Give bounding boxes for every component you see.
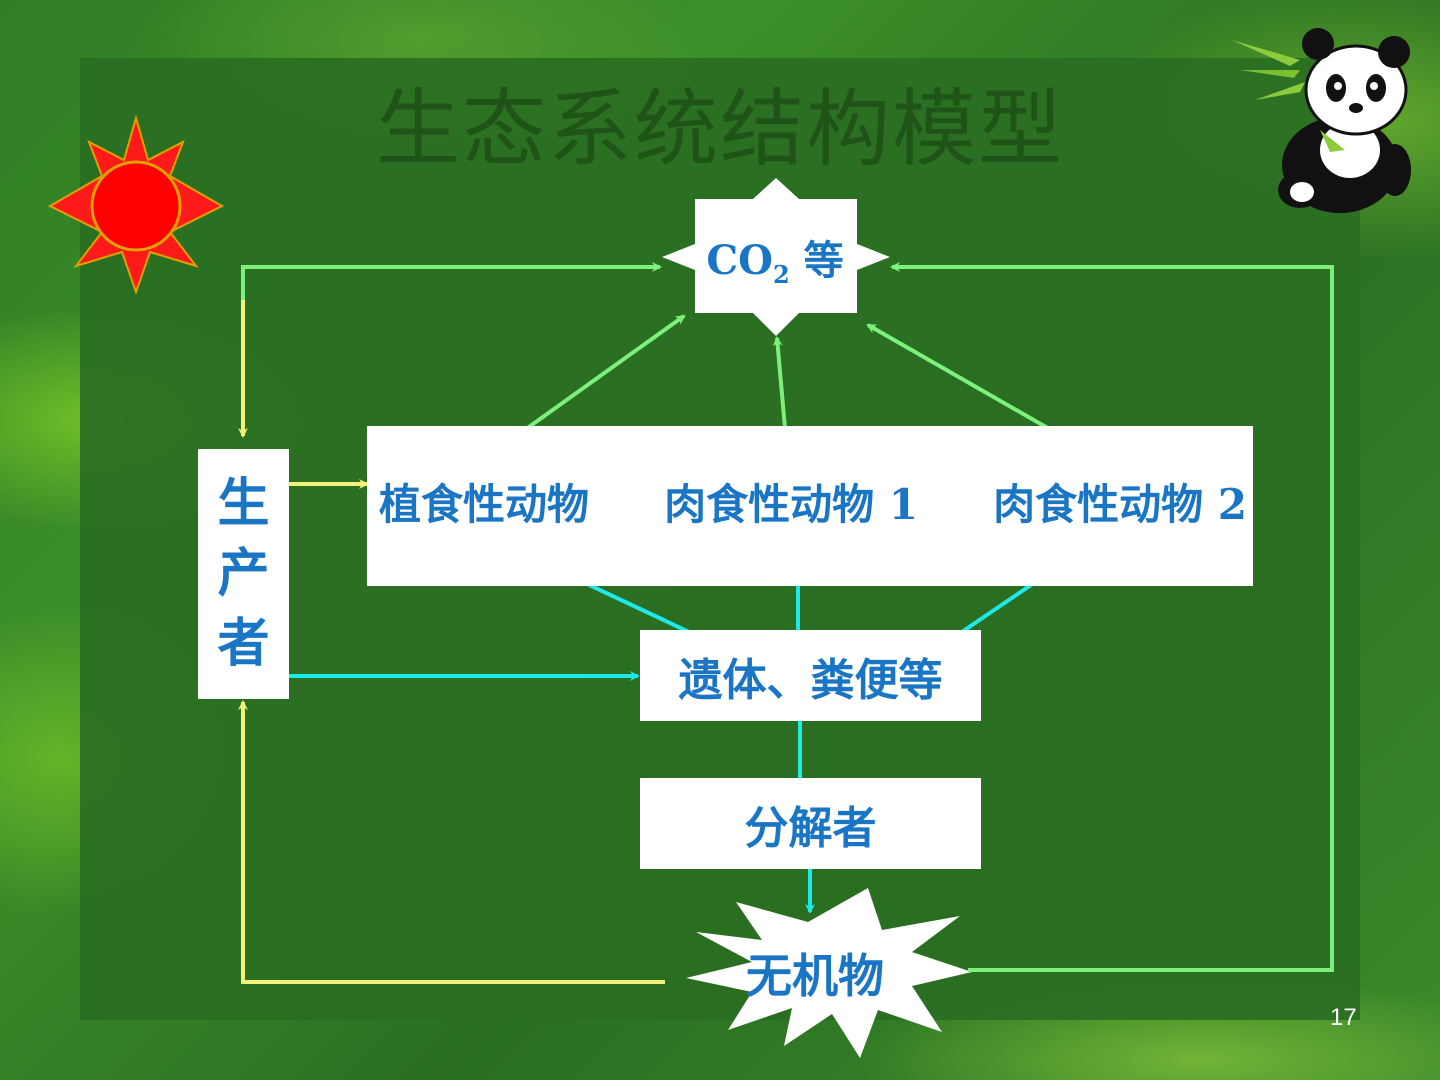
consumers-box: 植食性动物 肉食性动物 1 肉食性动物 2 bbox=[367, 426, 1253, 586]
arrow-inorganic-to-producer bbox=[238, 700, 665, 984]
page-number: 17 bbox=[1330, 1004, 1357, 1031]
decomposer-box: 分解者 bbox=[640, 778, 981, 869]
co2-label: CO2 等 bbox=[690, 228, 860, 289]
producer-char-2: 产 bbox=[217, 543, 270, 604]
arrow-producer-to-co2 bbox=[241, 262, 662, 310]
remains-label: 遗体、粪便等 bbox=[678, 654, 943, 706]
inorganic-label: 无机物 bbox=[746, 949, 884, 1003]
carnivore-2-label: 肉食性动物 2 bbox=[993, 479, 1247, 529]
carnivore-1-label: 肉食性动物 1 bbox=[664, 479, 918, 529]
inorganic-burst-shape bbox=[686, 888, 972, 1058]
co2-subscript: 2 bbox=[773, 260, 790, 289]
co2-formula: CO bbox=[706, 237, 774, 284]
producer-char-1: 生 bbox=[217, 473, 270, 534]
producer-box: 生 产 者 bbox=[198, 449, 289, 699]
panda-illustration bbox=[1232, 28, 1411, 213]
decomposer-label: 分解者 bbox=[744, 802, 877, 854]
sun-icon bbox=[47, 114, 225, 296]
remains-box: 遗体、粪便等 bbox=[640, 630, 981, 721]
producer-char-3: 者 bbox=[217, 613, 270, 674]
arrow-inorganic-to-co2 bbox=[890, 262, 1334, 972]
slide-title: 生态系统结构模型 bbox=[375, 80, 1064, 178]
herbivore-label: 植食性动物 bbox=[379, 479, 590, 529]
co2-suffix: 等 bbox=[789, 237, 844, 284]
co2-star-shape bbox=[662, 178, 890, 336]
